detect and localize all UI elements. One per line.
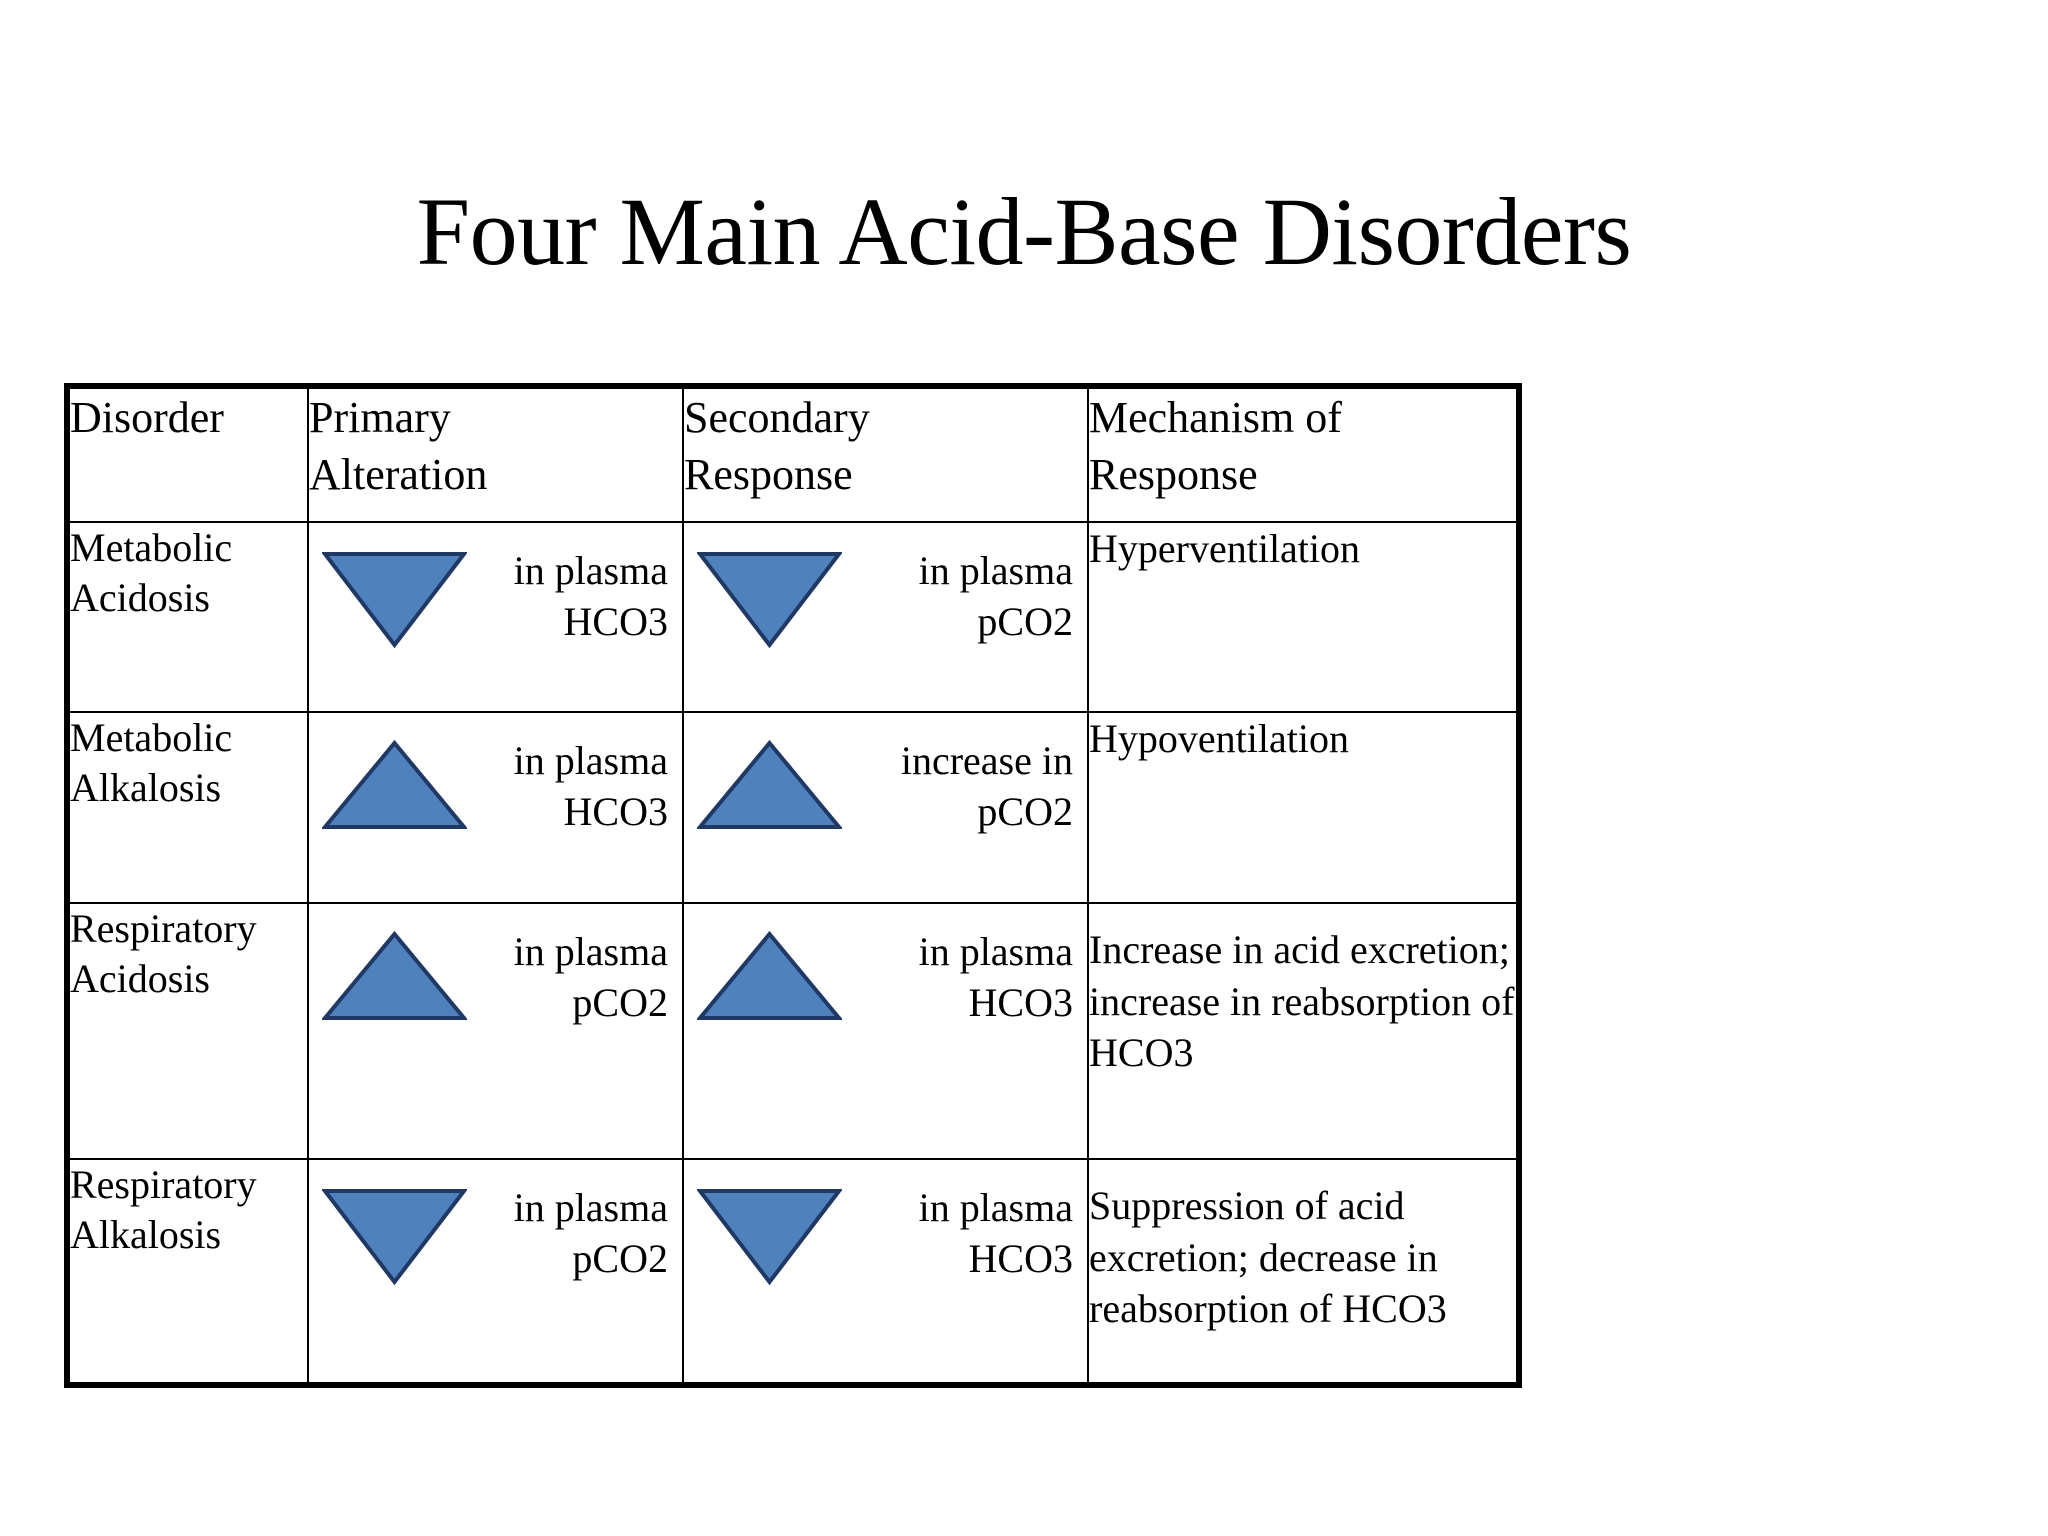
cell-secondary-response: increase in pCO2 [682, 711, 1089, 904]
up-triangle-icon [696, 930, 842, 1020]
column-header-disorder: Disorder [66, 385, 309, 523]
up-triangle-icon [321, 739, 467, 829]
cell-secondary-text: in plasma HCO3 [918, 1185, 1073, 1282]
table-row: Metabolic Alkalosis in plasma HCO3 [66, 711, 1520, 904]
cell-secondary-text: increase in pCO2 [900, 738, 1073, 835]
cell-primary-alteration: in plasma HCO3 [307, 521, 684, 713]
cell-mechanism: Suppression of acid excretion; decrease … [1087, 1158, 1520, 1386]
cell-secondary-response: in plasma pCO2 [682, 521, 1089, 713]
down-triangle-icon [696, 1189, 842, 1286]
cell-disorder: Respiratory Alkalosis [66, 1158, 309, 1386]
cell-primary-text: in plasma HCO3 [513, 738, 668, 835]
cell-mechanism: Increase in acid excretion; increase in … [1087, 902, 1520, 1160]
table-header-row: Disorder Primary Alteration Secondary Re… [66, 385, 1520, 523]
table-row: Respiratory Alkalosis in plasma pCO2 [66, 1158, 1520, 1386]
cell-mechanism: Hyperventilation [1087, 521, 1520, 713]
cell-secondary-text: in plasma pCO2 [918, 548, 1073, 645]
cell-primary-alteration: in plasma pCO2 [307, 1158, 684, 1386]
up-triangle-icon [696, 739, 842, 829]
table-row: Metabolic Acidosis in plasma HCO3 [66, 521, 1520, 713]
table-row: Respiratory Acidosis in plasma pCO2 [66, 902, 1520, 1160]
cell-primary-alteration: in plasma pCO2 [307, 902, 684, 1160]
cell-secondary-response: in plasma HCO3 [682, 902, 1089, 1160]
up-triangle-icon [321, 930, 467, 1020]
cell-primary-alteration: in plasma HCO3 [307, 711, 684, 904]
page-title: Four Main Acid-Base Disorders [416, 178, 1632, 286]
cell-disorder: Respiratory Acidosis [66, 902, 309, 1160]
acid-base-disorders-table: Disorder Primary Alteration Secondary Re… [64, 383, 1522, 1388]
down-triangle-icon [696, 552, 842, 649]
cell-primary-text: in plasma pCO2 [513, 1185, 668, 1282]
cell-primary-text: in plasma pCO2 [513, 929, 668, 1026]
column-header-mechanism-of-response: Mechanism of Response [1087, 385, 1520, 523]
down-triangle-icon [321, 552, 467, 649]
cell-secondary-text: in plasma HCO3 [918, 929, 1073, 1026]
column-header-primary-alteration: Primary Alteration [307, 385, 684, 523]
cell-mechanism: Hypoventilation [1087, 711, 1520, 904]
acid-base-disorders-table-wrapper: Disorder Primary Alteration Secondary Re… [64, 383, 1522, 1388]
cell-disorder: Metabolic Acidosis [66, 521, 309, 713]
cell-secondary-response: in plasma HCO3 [682, 1158, 1089, 1386]
cell-disorder: Metabolic Alkalosis [66, 711, 309, 904]
down-triangle-icon [321, 1189, 467, 1286]
cell-primary-text: in plasma HCO3 [513, 548, 668, 645]
column-header-secondary-response: Secondary Response [682, 385, 1089, 523]
